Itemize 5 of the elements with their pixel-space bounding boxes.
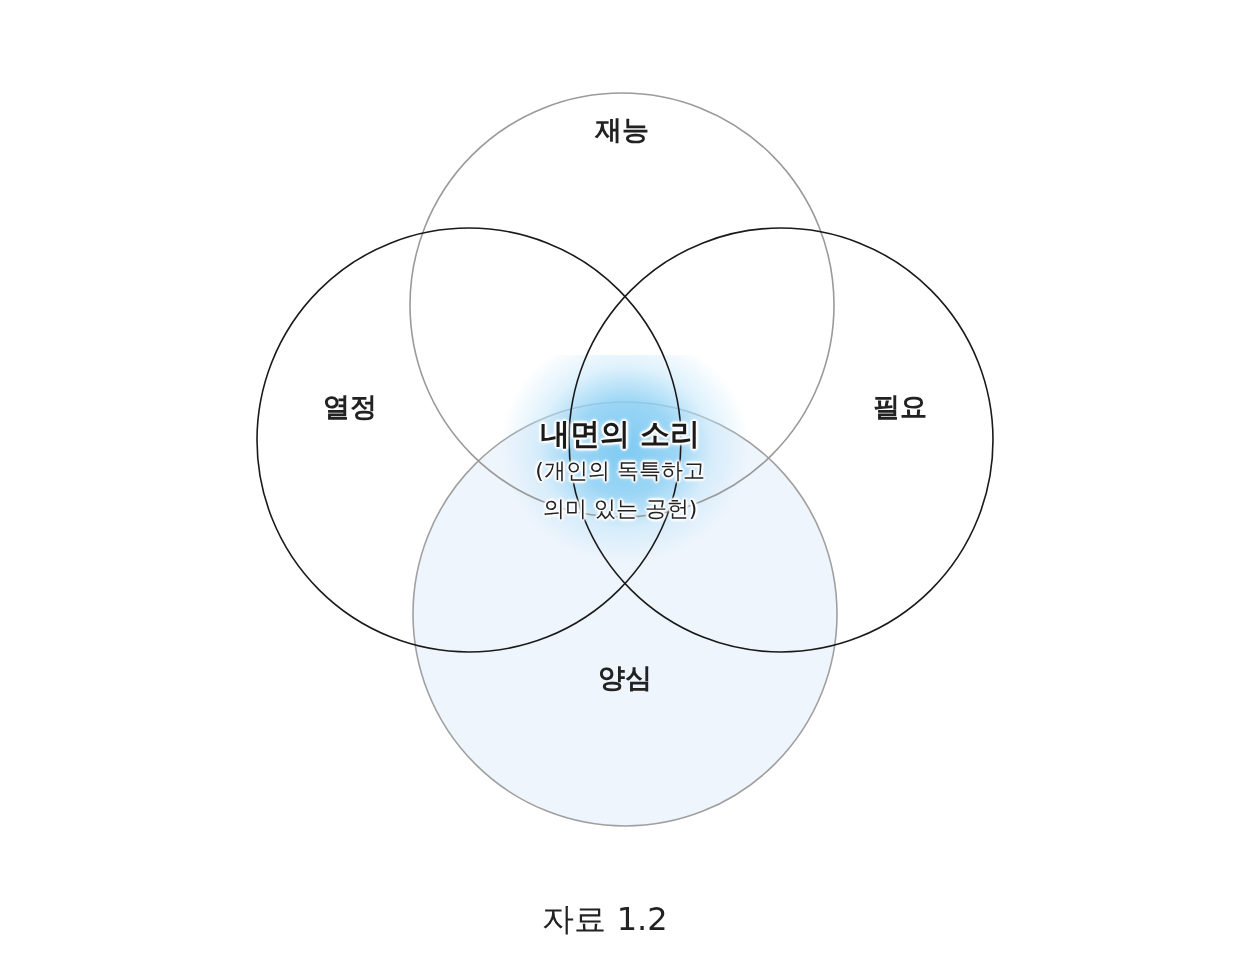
circle-label: 양심: [598, 663, 652, 693]
circle-label: 열정: [323, 392, 377, 422]
circle-label: 필요: [873, 392, 927, 422]
figure-caption: 자료 1.2: [542, 900, 668, 938]
circle-label: 재능: [595, 115, 649, 145]
